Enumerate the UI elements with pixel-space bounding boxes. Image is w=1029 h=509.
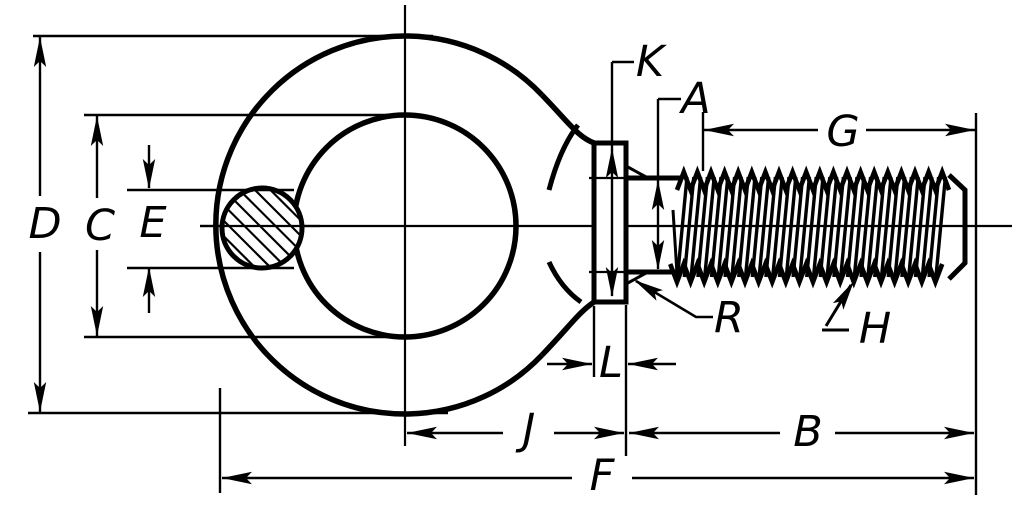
- thread-flank-line: [757, 176, 771, 278]
- thread-flank-line: [798, 176, 812, 278]
- thread-runout-line: [671, 209, 679, 275]
- dim-label-h: H: [859, 304, 891, 354]
- thread-flank-line: [723, 176, 737, 278]
- thread-flank-line: [689, 176, 703, 278]
- thread-flank-line: [907, 176, 920, 278]
- thread-flank-line: [913, 176, 927, 278]
- dim-label-b: B: [793, 407, 823, 457]
- thread-flank-line: [825, 176, 839, 278]
- boss-blend-arc-bottom: [546, 260, 583, 305]
- hatch-line: [224, 190, 293, 266]
- thread-flank-line: [703, 176, 716, 278]
- thread-flank-line: [750, 176, 764, 278]
- hatch-line: [224, 190, 277, 266]
- thread-flank-line: [805, 176, 818, 278]
- hatch-line: [247, 190, 300, 266]
- thread-crest-top: [674, 165, 952, 197]
- thread-flank-line: [818, 176, 832, 278]
- thread-flank-line: [839, 176, 852, 278]
- thread-flank-line: [832, 176, 846, 278]
- leader-r: [635, 279, 713, 319]
- hatch-line: [231, 190, 300, 266]
- thread-flank-line: [900, 176, 914, 278]
- thread-flank-line: [784, 176, 798, 278]
- thread-flank-line: [743, 176, 757, 278]
- thread-flank-line: [873, 176, 886, 278]
- thread-flank-line: [886, 176, 900, 278]
- thread-flank-line: [764, 176, 778, 278]
- dim-label-e: E: [139, 198, 167, 248]
- shoulder-fillet-bottom: [625, 270, 649, 286]
- thread-flank-line: [920, 176, 934, 278]
- dim-label-l: L: [599, 338, 623, 388]
- eye-to-collar-top-blend: [540, 93, 596, 146]
- thread-flank-line: [737, 176, 750, 278]
- dim-label-g: G: [826, 107, 859, 157]
- thread-flank-line: [777, 176, 791, 278]
- dim-label-f: F: [590, 451, 616, 501]
- boss-blend-arc-top: [546, 123, 580, 191]
- thread-flank-line: [927, 176, 941, 278]
- thread-flank-line: [845, 176, 859, 278]
- thread-flank-line: [675, 176, 689, 278]
- thread-pattern: [668, 165, 952, 289]
- dim-label-a: A: [678, 74, 710, 124]
- thread-flank-line: [852, 176, 866, 278]
- hatch-line: [224, 190, 262, 266]
- thread-flank-line: [893, 176, 907, 278]
- thread-flank-line: [771, 176, 784, 278]
- thread-flank-line: [730, 176, 744, 278]
- thread-flank-line: [791, 176, 805, 278]
- eye-to-collar-bottom-blend: [540, 299, 596, 357]
- thread-flank-line: [716, 176, 730, 278]
- thread-flank-line: [866, 176, 880, 278]
- bolt-tip-chamfer: [947, 173, 968, 281]
- hatch-line: [262, 190, 300, 266]
- dim-label-r: R: [714, 293, 744, 343]
- dim-label-d: D: [28, 199, 61, 249]
- dim-label-k: K: [636, 37, 668, 87]
- thread-flank-line: [811, 176, 825, 278]
- thread-flank-line: [709, 176, 723, 278]
- thread-flank-line: [696, 176, 710, 278]
- thread-flank-line: [859, 176, 873, 278]
- thread-flank-line: [879, 176, 893, 278]
- shoulder-fillet-top: [625, 164, 649, 180]
- thread-crest-bottom: [668, 257, 945, 289]
- thread-flank-line: [934, 176, 948, 278]
- dim-label-c: C: [85, 201, 115, 251]
- thread-flank-line: [682, 176, 696, 278]
